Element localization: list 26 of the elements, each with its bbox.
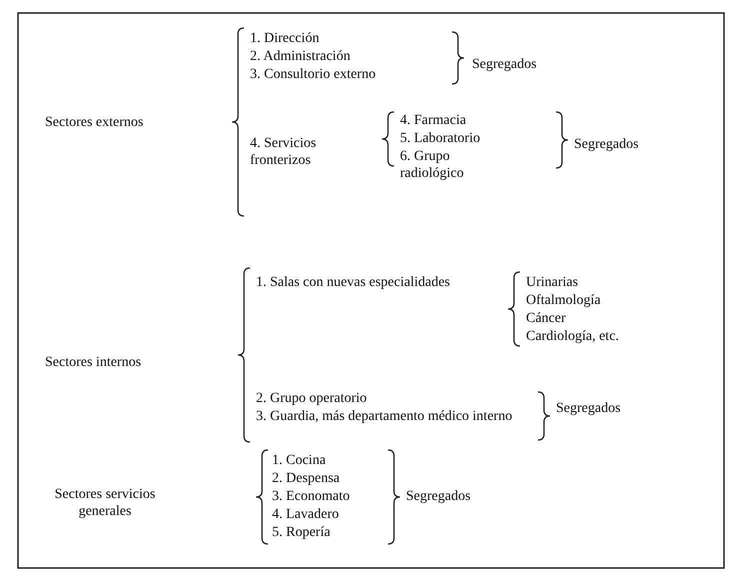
list-item: 2. Despensa — [272, 470, 340, 487]
list-item: 6. Grupo radiológico — [400, 148, 465, 182]
list-item: 4. Servicios fronterizos — [250, 135, 318, 169]
list-item: 3. Guardia, más departamento médico interno — [256, 408, 514, 425]
list-item: 3. Consultorio externo — [250, 66, 376, 83]
list-item: 5. Laboratorio — [400, 130, 480, 147]
list-item: Urinarias — [526, 274, 578, 291]
list-item: 2. Administración — [250, 48, 350, 65]
category-label: Segregados — [574, 136, 639, 153]
list-item: 1. Dirección — [250, 30, 320, 47]
list-item: 3. Economato — [272, 488, 350, 505]
list-item: 1. Salas con nuevas especialidades — [256, 274, 451, 291]
list-item: 2. Grupo operatorio — [256, 390, 367, 407]
group-heading: Sectores internos — [45, 354, 142, 371]
group-heading: Sectores externos — [45, 114, 144, 131]
list-item: 4. Farmacia — [400, 112, 466, 129]
category-label: Segregados — [406, 488, 471, 505]
list-item: Cáncer — [526, 310, 566, 327]
list-item: 5. Ropería — [272, 524, 330, 541]
list-item: 4. Lavadero — [272, 506, 339, 523]
list-item: Cardiología, etc. — [526, 328, 619, 345]
list-item: 1. Cocina — [272, 452, 326, 469]
group-heading: Sectores servicios generales — [54, 486, 156, 520]
category-label: Segregados — [472, 56, 537, 73]
list-item: Oftalmología — [526, 292, 601, 309]
category-label: Segregados — [556, 400, 621, 417]
